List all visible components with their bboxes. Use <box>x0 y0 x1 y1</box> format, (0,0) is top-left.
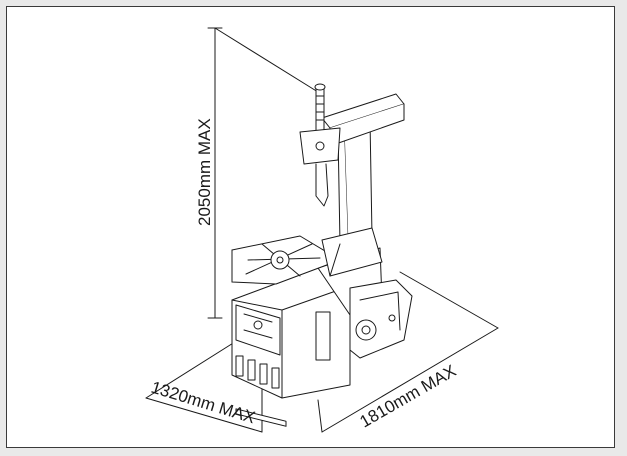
width-label: 1810mm MAX <box>357 361 460 431</box>
width-dimension <box>317 271 499 433</box>
height-label: 2050mm MAX <box>195 118 214 226</box>
depth-label: 1320mm MAX <box>149 378 258 428</box>
height-dimension <box>207 27 319 319</box>
machine-body <box>231 83 413 427</box>
